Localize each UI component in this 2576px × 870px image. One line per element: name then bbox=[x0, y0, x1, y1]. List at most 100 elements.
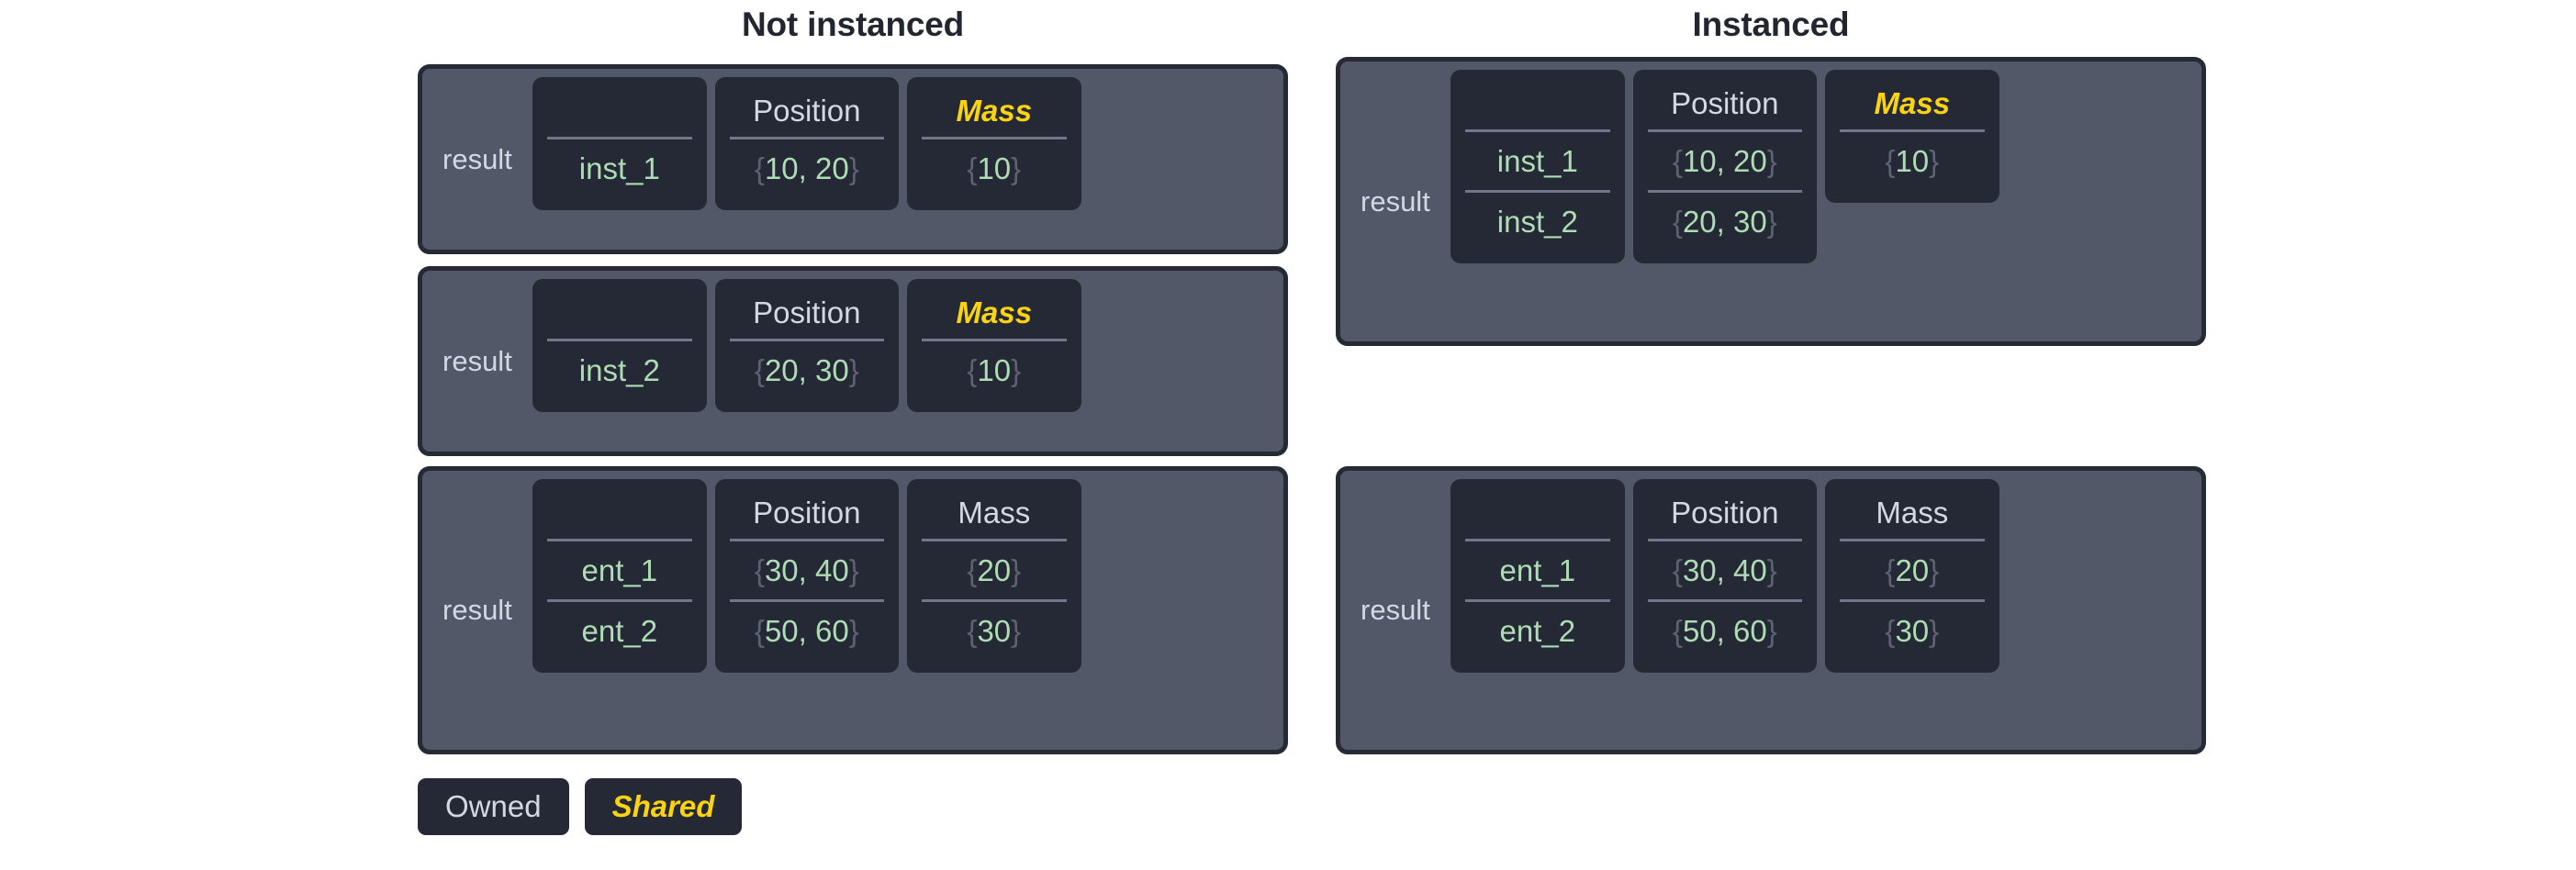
result-label: result bbox=[1361, 594, 1430, 626]
cell-position: {50, 60} bbox=[1647, 599, 1802, 660]
brace-open: { bbox=[1672, 552, 1683, 587]
brace-close: } bbox=[1011, 552, 1022, 587]
column-position: Position {30, 40} {50, 60} bbox=[1632, 479, 1817, 673]
columns-group: inst_2 Position {20, 30} Mass {10} bbox=[532, 271, 1283, 452]
brace-close: } bbox=[1766, 613, 1777, 648]
cell-name: ent_2 bbox=[1464, 599, 1610, 660]
cell-position-text: 50, 60 bbox=[764, 613, 849, 648]
cell-name: ent_1 bbox=[546, 539, 692, 599]
brace-close: } bbox=[1929, 143, 1940, 178]
column-position: Position {20, 30} bbox=[714, 279, 899, 412]
column-name: inst_1 inst_2 bbox=[1450, 70, 1625, 263]
cell-position: {30, 40} bbox=[729, 539, 884, 599]
column-header-mass: Mass bbox=[956, 296, 1033, 329]
column-header-position: Position bbox=[753, 296, 861, 329]
brace-open: { bbox=[1672, 613, 1683, 648]
brace-open: { bbox=[754, 151, 765, 185]
brace-open: { bbox=[1885, 143, 1896, 178]
column-mass: Mass {20} {30} bbox=[906, 479, 1081, 673]
brace-close: } bbox=[848, 352, 859, 387]
column-position: Position {30, 40} {50, 60} bbox=[714, 479, 899, 673]
column-header-mass: Mass bbox=[958, 496, 1031, 530]
column-header-position: Position bbox=[1671, 496, 1779, 530]
result-label: result bbox=[1361, 184, 1430, 218]
cell-name-text: inst_2 bbox=[578, 352, 660, 387]
cell-position-text: 50, 60 bbox=[1682, 613, 1767, 648]
brace-open: { bbox=[1672, 204, 1683, 239]
cell-mass: {10} bbox=[921, 339, 1067, 399]
cell-position-text: 30, 40 bbox=[764, 552, 849, 587]
cell-position: {10, 20} bbox=[1647, 129, 1802, 190]
brace-open: { bbox=[967, 552, 978, 587]
cell-name: inst_2 bbox=[546, 339, 692, 399]
column-mass: Mass {10} bbox=[906, 279, 1081, 412]
brace-close: } bbox=[1766, 552, 1777, 587]
result-label: result bbox=[442, 142, 512, 175]
cell-position-text: 10, 20 bbox=[1682, 143, 1767, 178]
brace-open: { bbox=[1672, 143, 1683, 178]
cell-mass-text: 10 bbox=[977, 151, 1012, 185]
brace-open: { bbox=[967, 613, 978, 648]
column-header-position: Position bbox=[753, 94, 861, 128]
columns-group: inst_1 Position {10, 20} Mass {10} bbox=[532, 69, 1283, 250]
brace-close: } bbox=[1766, 204, 1777, 239]
brace-open: { bbox=[754, 613, 765, 648]
brace-open: { bbox=[754, 352, 765, 387]
result-card: result inst_1 inst_2 Position {10, 20} {… bbox=[1336, 57, 2206, 346]
cell-mass: {20} bbox=[1839, 539, 1985, 599]
columns-group: ent_1 ent_2 Position {30, 40} {50, 60} M… bbox=[532, 471, 1283, 750]
cell-mass: {10} bbox=[1839, 129, 1985, 190]
column-header-mass: Mass bbox=[1874, 86, 1951, 120]
cell-mass-text: 30 bbox=[1895, 613, 1930, 648]
legend: Owned Shared bbox=[418, 778, 743, 835]
column-header-mass: Mass bbox=[1876, 496, 1949, 530]
column-header-position: Position bbox=[753, 496, 861, 530]
cell-name-text: inst_1 bbox=[578, 151, 660, 185]
columns-group: ent_1 ent_2 Position {30, 40} {50, 60} M… bbox=[1450, 471, 2201, 750]
column-name: inst_2 bbox=[532, 279, 707, 412]
cell-position: {50, 60} bbox=[729, 599, 884, 660]
cell-position: {20, 30} bbox=[1647, 190, 1802, 251]
result-card: result inst_1 Position {10, 20} Mass {10… bbox=[418, 64, 1288, 254]
cell-mass: {30} bbox=[921, 599, 1067, 660]
brace-close: } bbox=[848, 613, 859, 648]
panel-title-not-instanced: Not instanced bbox=[741, 6, 965, 43]
brace-close: } bbox=[1011, 613, 1022, 648]
brace-close: } bbox=[848, 552, 859, 587]
cell-mass-text: 10 bbox=[977, 352, 1012, 387]
cell-position-text: 20, 30 bbox=[1682, 204, 1767, 239]
columns-group: inst_1 inst_2 Position {10, 20} {20, 30}… bbox=[1450, 61, 2201, 341]
result-label: result bbox=[442, 594, 512, 626]
cell-position: {20, 30} bbox=[729, 339, 884, 399]
column-header-mass: Mass bbox=[956, 94, 1033, 128]
cell-name: inst_2 bbox=[1464, 190, 1610, 251]
brace-open: { bbox=[1885, 613, 1896, 648]
result-card: result inst_2 Position {20, 30} Mass {10… bbox=[418, 266, 1288, 456]
cell-mass-text: 30 bbox=[977, 613, 1012, 648]
cell-mass-text: 10 bbox=[1895, 143, 1930, 178]
cell-position: {30, 40} bbox=[1647, 539, 1802, 599]
cell-name-text: ent_2 bbox=[1499, 613, 1576, 648]
result-card: result ent_1 ent_2 Position {30, 40} {50… bbox=[418, 466, 1288, 754]
cell-name-text: ent_1 bbox=[1499, 552, 1576, 587]
cell-position-text: 10, 20 bbox=[764, 151, 849, 185]
column-mass: Mass {10} bbox=[906, 77, 1081, 210]
cell-position: {10, 20} bbox=[729, 137, 884, 197]
brace-close: } bbox=[1011, 352, 1022, 387]
cell-name-text: ent_1 bbox=[581, 552, 658, 587]
cell-mass-text: 20 bbox=[1895, 552, 1930, 587]
cell-mass: {20} bbox=[921, 539, 1067, 599]
cell-name-text: inst_2 bbox=[1496, 204, 1578, 239]
brace-open: { bbox=[754, 552, 765, 587]
legend-chip-owned: Owned bbox=[418, 778, 569, 835]
cell-mass-text: 20 bbox=[977, 552, 1012, 587]
column-mass: Mass {20} {30} bbox=[1824, 479, 1999, 673]
brace-close: } bbox=[848, 151, 859, 185]
column-mass-shared: Mass {10} bbox=[1824, 70, 1999, 203]
cell-mass: {10} bbox=[921, 137, 1067, 197]
cell-name: ent_2 bbox=[546, 599, 692, 660]
cell-name-text: ent_2 bbox=[581, 613, 658, 648]
brace-close: } bbox=[1766, 143, 1777, 178]
result-card: result ent_1 ent_2 Position {30, 40} {50… bbox=[1336, 466, 2206, 754]
column-header-position: Position bbox=[1671, 86, 1779, 120]
